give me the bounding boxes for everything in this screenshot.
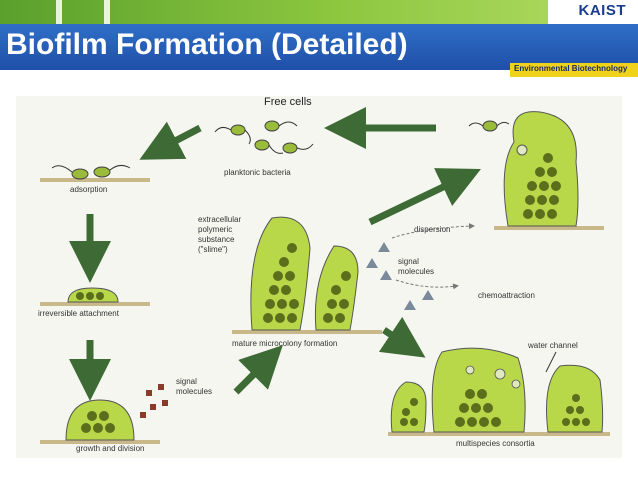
title-bar — [0, 24, 638, 70]
mature-microcolony — [232, 216, 382, 334]
signal-b-label-2: molecules — [398, 267, 434, 276]
planktonic-label: planktonic bacteria — [224, 168, 291, 177]
dispersion-dashed-arrow — [391, 223, 475, 239]
arrow-to-dispersion — [368, 168, 481, 226]
banner-stripe — [104, 0, 110, 24]
multispecies-consortia — [388, 347, 610, 436]
chemoattraction-label: chemoattraction — [478, 291, 535, 300]
arrow-to-multispecies — [378, 316, 426, 358]
arrow-to-adsorption — [139, 121, 202, 160]
kaist-logo: KAIST — [578, 2, 626, 19]
slide-subtitle: Environmental Biotechnology — [514, 64, 628, 73]
dispersion-colony — [468, 111, 604, 230]
planktonic-bacteria — [214, 120, 314, 154]
multispecies-label: multispecies consortia — [456, 439, 535, 448]
adsorption-label: adsorption — [70, 185, 107, 194]
green-banner — [0, 0, 548, 24]
eps-label-2: polymeric — [198, 225, 232, 234]
water-channel-label: water channel — [527, 341, 578, 350]
growth-label: growth and division — [76, 444, 144, 453]
slide-title: Biofilm Formation (Detailed) — [6, 28, 408, 61]
eps-label-4: ("slime") — [198, 245, 228, 254]
signal-label-1: signal — [176, 377, 197, 386]
adsorption-stage — [40, 164, 150, 182]
free-cells-label: Free cells — [264, 96, 312, 108]
eps-label-3: substance — [198, 235, 235, 244]
eps-label-1: extracellular — [198, 215, 241, 224]
growth-stage — [40, 399, 160, 444]
banner-stripe — [56, 0, 62, 24]
top-bar: KAIST — [0, 0, 638, 24]
mature-label: mature microcolony formation — [232, 339, 337, 348]
subtitle-badge — [510, 63, 638, 77]
arrow-to-mature — [233, 345, 283, 395]
irreversible-stage — [40, 287, 150, 306]
chemo-dashed-arrow — [395, 279, 459, 290]
signal-b-label-1: signal — [398, 257, 419, 266]
signal-squares — [140, 384, 168, 418]
signal-triangles — [366, 242, 434, 310]
signal-label-2: molecules — [176, 387, 212, 396]
irreversible-label: irreversible attachment — [38, 309, 120, 318]
